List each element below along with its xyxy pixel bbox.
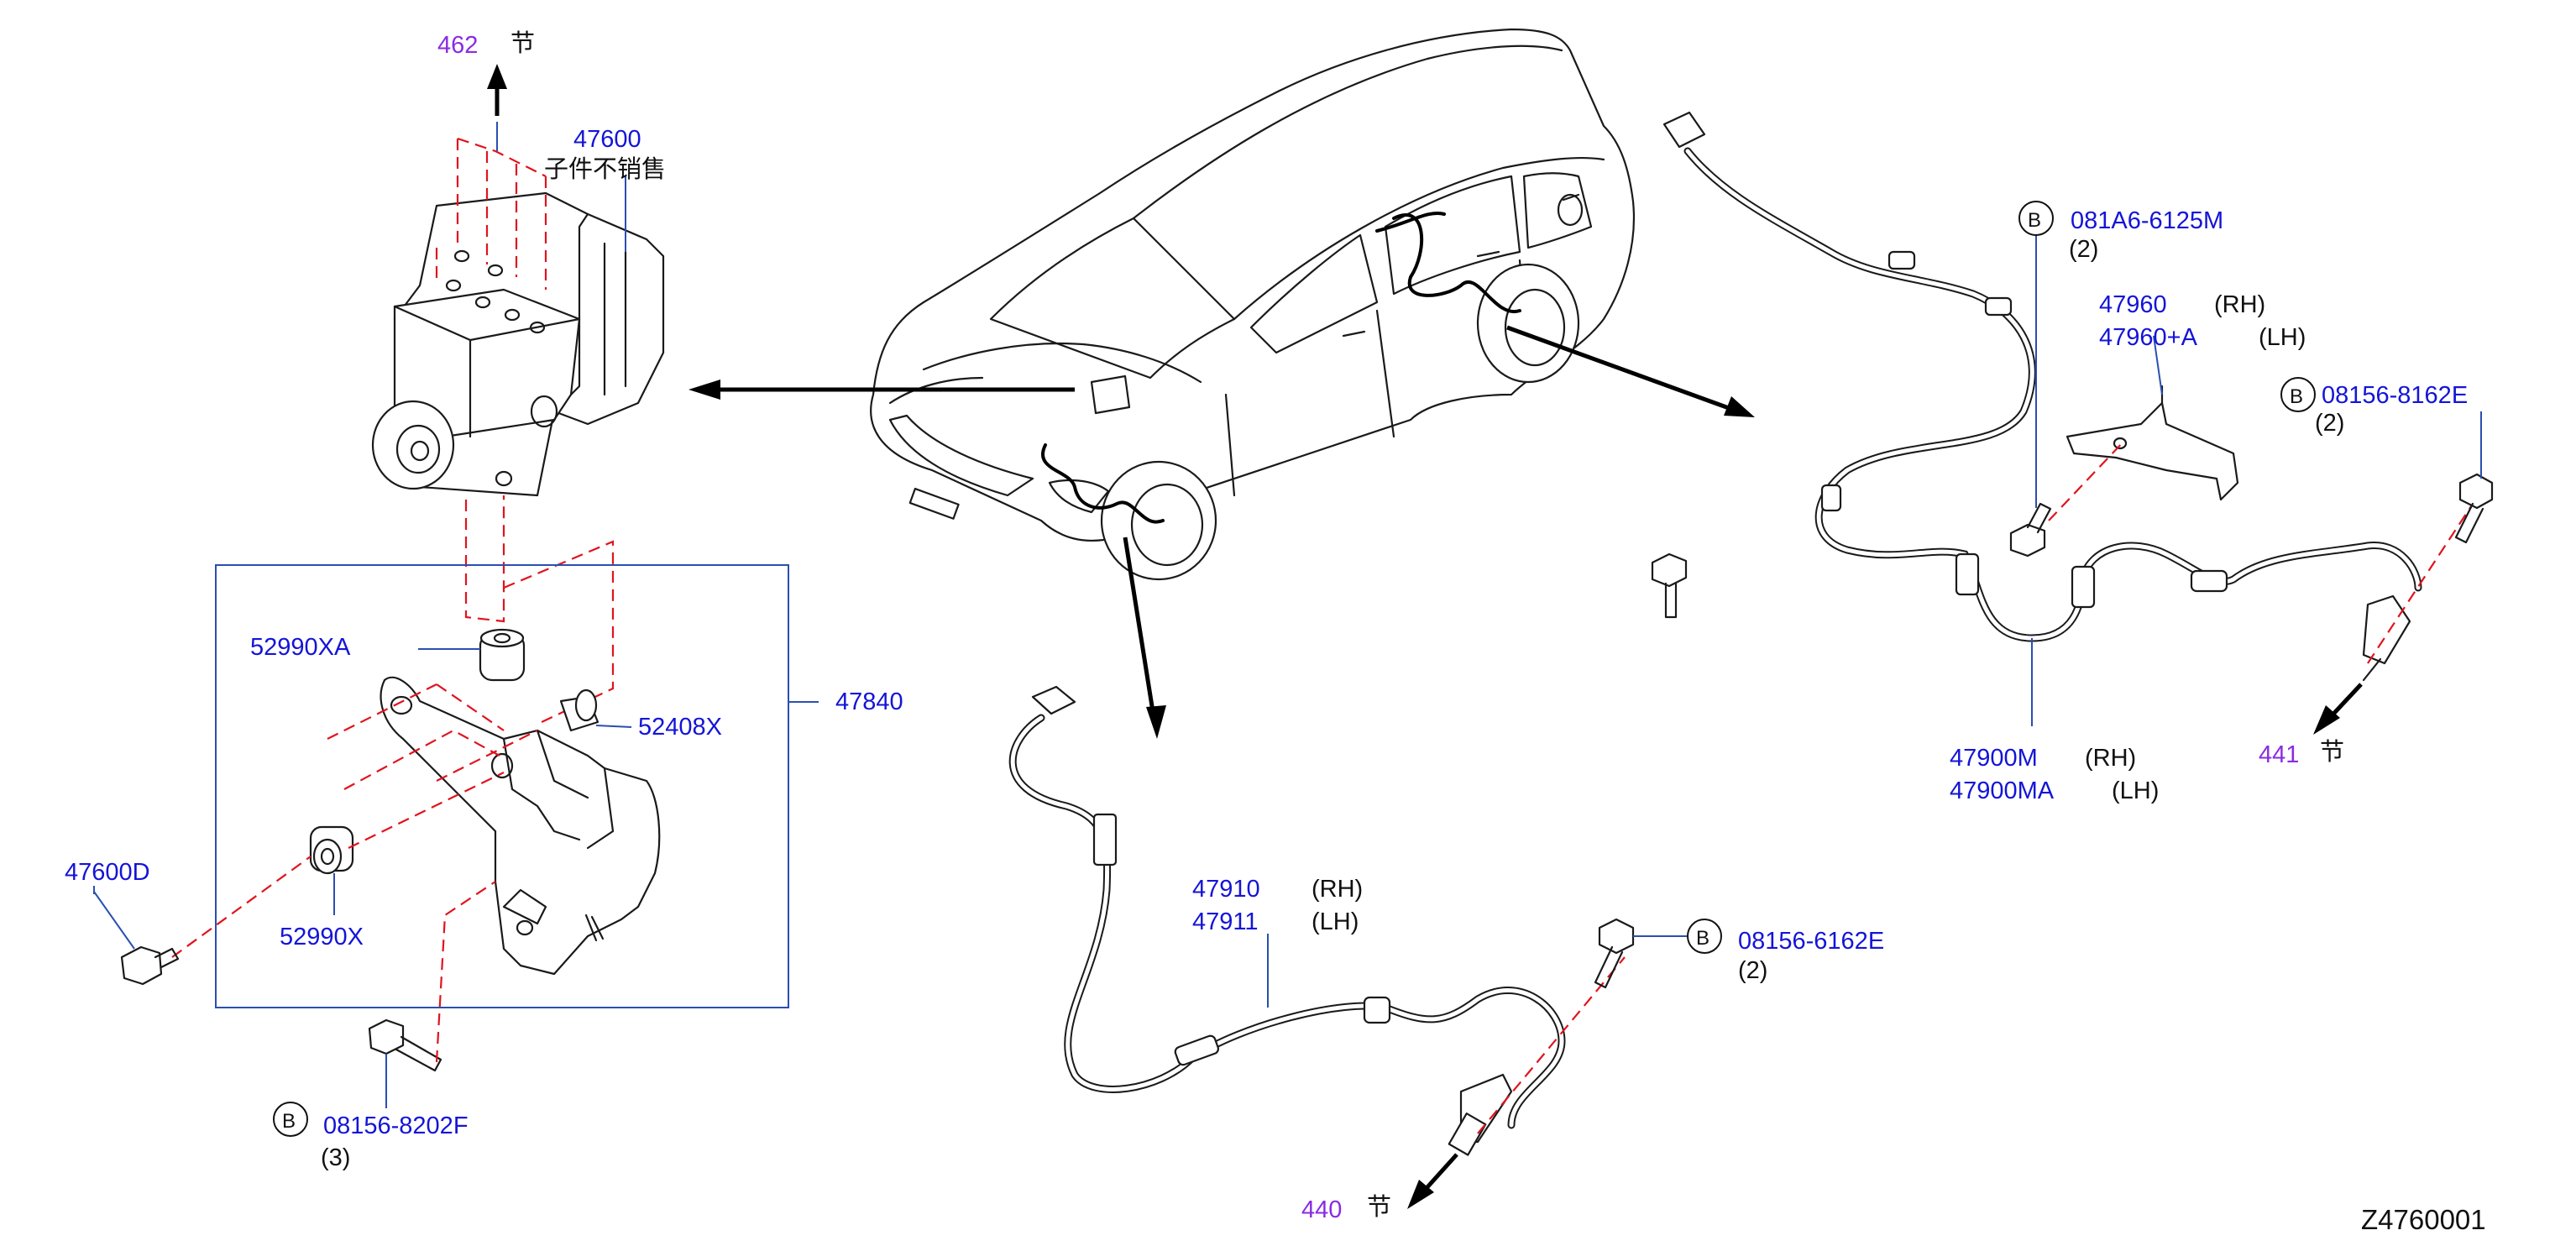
bolt-47600d — [93, 886, 180, 986]
abs-actuator — [371, 64, 665, 723]
qty-8162e: (2) — [2315, 410, 2344, 437]
part-47600d[interactable]: 47600D — [65, 859, 150, 886]
badge-b-8162e: B — [2290, 385, 2303, 408]
diagram-id: Z4760001 — [2361, 1204, 2486, 1235]
part-52990xa[interactable]: 52990XA — [250, 634, 351, 661]
ref-440-suffix: 节 — [1367, 1193, 1391, 1221]
part-081a6-6125m[interactable]: 081A6-6125M — [2071, 207, 2223, 234]
bracket-assembly — [171, 628, 661, 976]
part-47840[interactable]: 47840 — [835, 688, 903, 715]
part-47911[interactable]: 47911 — [1192, 908, 1259, 935]
part-47960a[interactable]: 47960+A — [2099, 324, 2198, 351]
badge-b-6162e: B — [1696, 927, 1709, 950]
badge-b-6125m: B — [2028, 209, 2041, 232]
loose-bolt — [1651, 552, 1688, 619]
side-47910: (RH) — [1312, 876, 1363, 903]
badge-circles — [273, 201, 2316, 1137]
rear-sensor-47900m — [1662, 111, 2494, 735]
bolt-08156-8202f — [368, 881, 496, 1108]
qty-6125m: (2) — [2069, 236, 2098, 263]
part-47900ma[interactable]: 47900MA — [1950, 777, 2055, 804]
part-47910[interactable]: 47910 — [1192, 876, 1260, 903]
part-08156-8162e[interactable]: 08156-8162E — [2322, 382, 2468, 409]
part-47600[interactable]: 47600 — [573, 126, 641, 153]
badge-b-8202f: B — [282, 1110, 296, 1133]
qty-8202f: (3) — [321, 1144, 350, 1171]
part-08156-6162e[interactable]: 08156-6162E — [1738, 928, 1884, 955]
part-47900m[interactable]: 47900M — [1950, 745, 2038, 772]
part-08156-8202f[interactable]: 08156-8202F — [323, 1112, 469, 1139]
part-52990x[interactable]: 52990X — [280, 924, 364, 950]
car-arrows — [689, 325, 1755, 739]
side-47911: (LH) — [1312, 908, 1359, 935]
ref-440[interactable]: 440 — [1301, 1196, 1342, 1223]
side-47960: (RH) — [2214, 291, 2265, 318]
part-52408x[interactable]: 52408X — [638, 714, 722, 741]
qty-6162e: (2) — [1738, 957, 1767, 984]
ref-462[interactable]: 462 — [437, 32, 478, 59]
side-47960a: (LH) — [2259, 324, 2306, 351]
ref-441-suffix: 节 — [2320, 738, 2344, 766]
part-47600-note: 子件不销售 — [544, 155, 666, 183]
side-47900ma: (LH) — [2112, 777, 2159, 804]
car-illustration — [870, 28, 1636, 581]
bracket-assembly-frame — [215, 564, 789, 1008]
side-47900m: (RH) — [2085, 745, 2136, 772]
ref-441[interactable]: 441 — [2259, 741, 2299, 768]
front-sensor-47910 — [1008, 685, 1689, 1209]
ref-462-suffix: 节 — [510, 29, 535, 57]
part-47960[interactable]: 47960 — [2099, 291, 2167, 318]
